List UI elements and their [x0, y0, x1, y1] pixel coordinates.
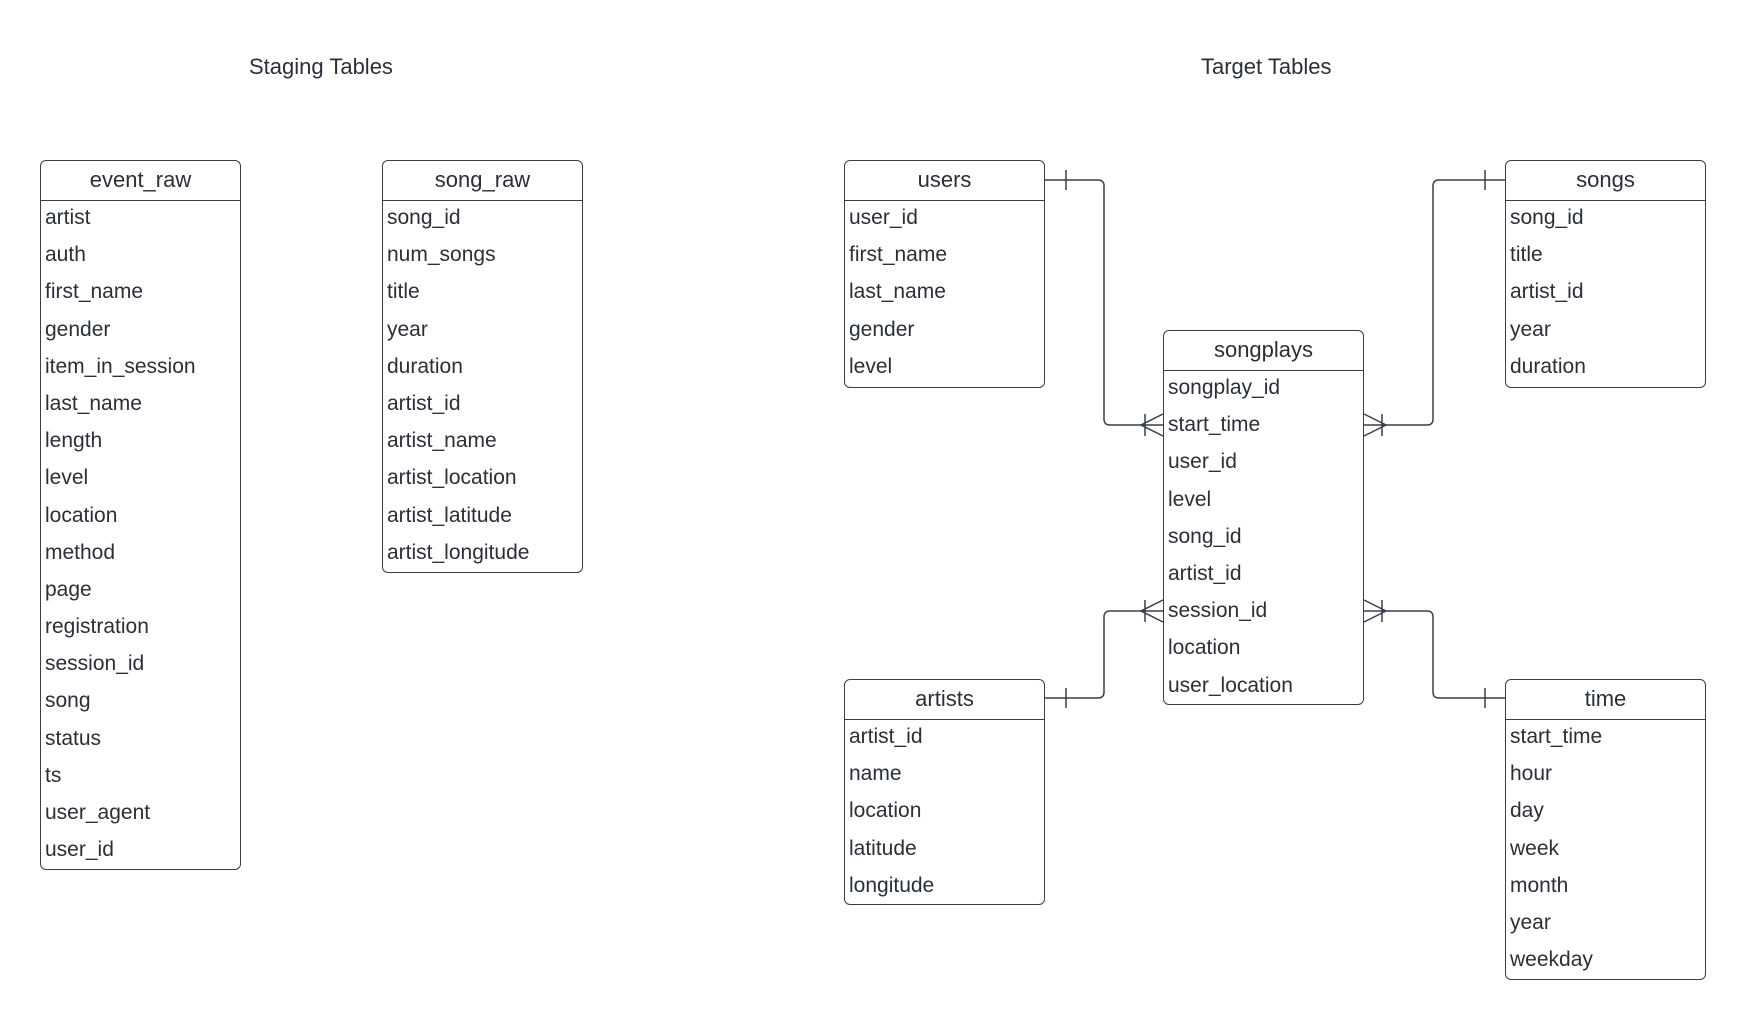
table-field: session_id	[1168, 599, 1268, 623]
field-list: song_id num_songs title year duration ar…	[383, 201, 582, 573]
many-marker-songs	[1363, 413, 1388, 437]
rel-artists-songplays	[1045, 610, 1163, 699]
rel-songs-songplays	[1364, 179, 1505, 426]
table-field: gender	[849, 317, 915, 341]
table-field: status	[45, 726, 102, 750]
field-list: start_time hour day week month year week…	[1506, 720, 1705, 980]
table-field: artist_id	[1168, 561, 1242, 585]
table-title: artists	[845, 680, 1044, 720]
table-field: artist_longitude	[387, 540, 530, 564]
table-field: artist_id	[849, 725, 923, 748]
field-list: artist auth first_name gender item_in_se…	[41, 201, 240, 870]
table-field: last_name	[849, 280, 946, 304]
table-field: start_time	[1510, 725, 1603, 748]
table-field: song_id	[387, 206, 461, 229]
table-field: auth	[45, 243, 86, 267]
table-field: weekday	[1510, 948, 1593, 972]
table-field: title	[387, 280, 420, 304]
table-field: year	[387, 317, 428, 341]
table-time[interactable]: time start_time hour day week month year…	[1505, 679, 1706, 980]
table-field: ts	[45, 763, 62, 787]
many-marker-artists	[1139, 599, 1164, 623]
table-field: year	[1510, 317, 1551, 341]
table-field: page	[45, 577, 92, 601]
table-users[interactable]: users user_id first_name last_name gende…	[844, 160, 1045, 388]
table-title: songs	[1506, 161, 1705, 201]
table-field: first_name	[45, 280, 144, 304]
many-marker-time	[1363, 599, 1388, 623]
field-list: song_id title artist_id year duration	[1506, 201, 1705, 387]
rel-time-songplays	[1364, 610, 1505, 699]
table-title: event_raw	[41, 161, 240, 201]
table-title: users	[845, 161, 1044, 201]
target-tables-title: Target Tables	[1201, 54, 1332, 79]
table-field: user_location	[1168, 673, 1293, 697]
table-field: location	[849, 799, 922, 823]
table-field: longitude	[849, 873, 935, 897]
table-title: songplays	[1164, 331, 1363, 371]
table-song-raw[interactable]: song_raw song_id num_songs title year du…	[382, 160, 583, 573]
table-field: user_id	[45, 838, 114, 862]
table-field: location	[1168, 636, 1241, 660]
table-artists[interactable]: artists artist_id name location latitude…	[844, 679, 1045, 905]
table-field: length	[45, 429, 103, 453]
table-field: user_agent	[45, 801, 151, 824]
table-field: level	[849, 354, 893, 378]
table-field: duration	[1510, 354, 1586, 378]
table-field: first_name	[849, 243, 948, 267]
table-field: artist_latitude	[387, 503, 512, 527]
table-field: user_id	[849, 206, 918, 229]
field-list: user_id first_name last_name gender leve…	[845, 201, 1044, 387]
table-field: day	[1510, 799, 1544, 823]
table-field: level	[1168, 487, 1212, 511]
table-field: week	[1510, 836, 1560, 860]
table-field: song_id	[1510, 206, 1584, 229]
table-field: item_in_session	[45, 354, 196, 378]
table-field: start_time	[1168, 413, 1261, 437]
table-field: year	[1510, 910, 1551, 934]
table-field: artist_name	[387, 429, 497, 453]
table-field: month	[1510, 873, 1569, 897]
table-field: song_id	[1168, 524, 1242, 548]
table-field: artist	[45, 206, 91, 229]
table-field: user_id	[1168, 450, 1237, 474]
table-field: num_songs	[387, 243, 496, 267]
table-field: songplay_id	[1168, 376, 1281, 399]
table-field: title	[1510, 243, 1543, 267]
table-field: registration	[45, 615, 149, 639]
table-field: gender	[45, 317, 111, 341]
table-title: time	[1506, 680, 1705, 720]
many-marker-users	[1139, 413, 1164, 437]
field-list: songplay_id start_time user_id level son…	[1164, 371, 1363, 706]
table-songplays[interactable]: songplays songplay_id start_time user_id…	[1163, 330, 1364, 705]
table-field: last_name	[45, 391, 142, 415]
table-field: artist_location	[387, 466, 517, 490]
table-field: artist_id	[1510, 280, 1584, 304]
table-field: level	[45, 466, 89, 490]
table-field: session_id	[45, 652, 145, 676]
table-field: artist_id	[387, 391, 461, 415]
table-field: hour	[1510, 762, 1553, 786]
table-title: song_raw	[383, 161, 582, 201]
table-field: latitude	[849, 836, 917, 860]
staging-tables-title: Staging Tables	[249, 54, 393, 79]
table-field: name	[849, 762, 902, 786]
table-songs[interactable]: songs song_id title artist_id year durat…	[1505, 160, 1706, 388]
field-list: artist_id name location latitude longitu…	[845, 720, 1044, 906]
table-field: method	[45, 540, 116, 564]
table-field: duration	[387, 354, 463, 378]
table-field: location	[45, 503, 118, 527]
table-field: song	[45, 689, 91, 713]
rel-users-songplays	[1045, 179, 1163, 426]
table-event-raw[interactable]: event_raw artist auth first_name gender …	[40, 160, 241, 870]
